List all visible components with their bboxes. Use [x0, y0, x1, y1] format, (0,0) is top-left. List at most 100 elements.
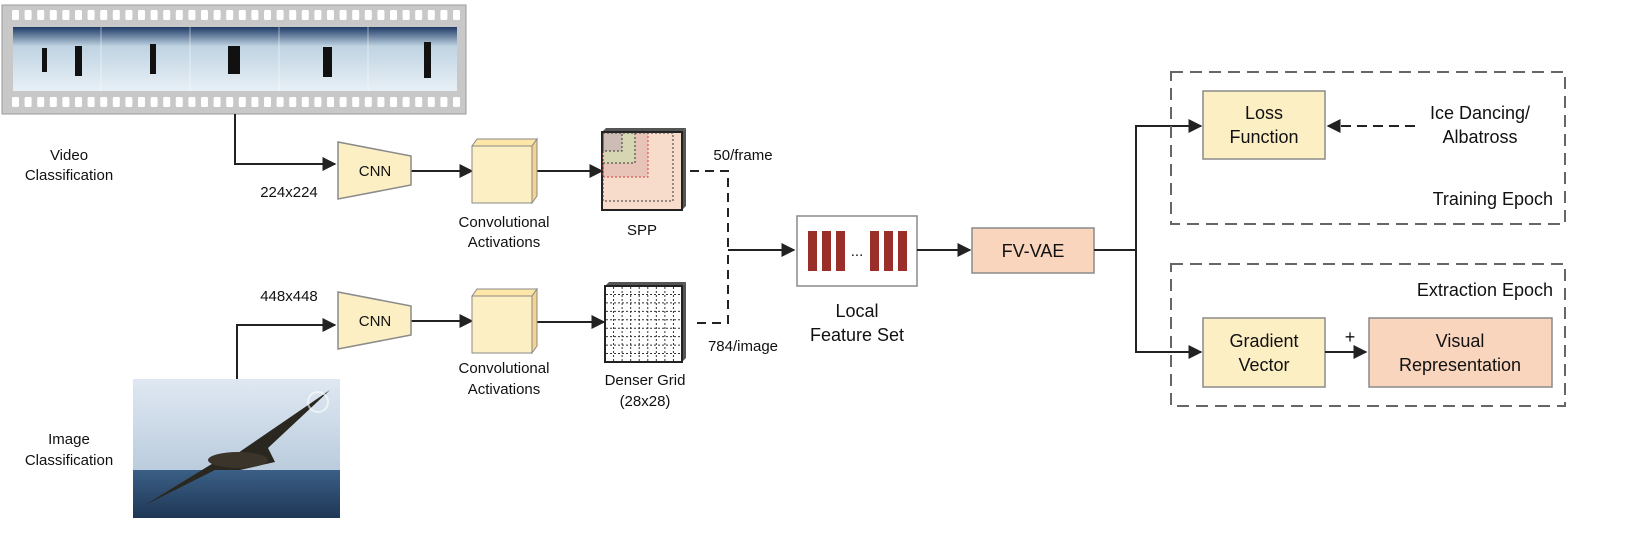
film-sprocket-hole — [201, 10, 208, 20]
film-sprocket-hole — [264, 97, 271, 107]
feature-ellipsis: ... — [851, 243, 864, 260]
film-sprocket-hole — [352, 10, 360, 20]
film-sprocket-hole — [377, 10, 385, 20]
conv-activations-cube-image — [471, 287, 538, 355]
film-sprocket-hole — [427, 97, 435, 107]
film-sprocket-hole — [62, 10, 70, 20]
film-sprocket-hole — [213, 97, 221, 107]
denser-grid-label: Denser Grid(28x28) — [605, 372, 686, 410]
film-sprocket-hole — [12, 10, 19, 20]
film-sprocket-hole — [415, 97, 423, 107]
film-sprocket-hole — [390, 10, 397, 20]
film-sprocket-hole — [402, 97, 410, 107]
class-label-text: Ice Dancing/Albatross — [1430, 103, 1530, 147]
per-image-label: 784/image — [708, 338, 778, 355]
cnn-label-video: CNN — [359, 163, 392, 180]
film-sprocket-hole — [377, 97, 385, 107]
film-sprocket-hole — [402, 10, 410, 20]
film-sprocket-hole — [364, 97, 372, 107]
film-sprocket-hole — [453, 10, 460, 20]
film-sprocket-hole — [339, 10, 347, 20]
film-sprocket-hole — [427, 10, 435, 20]
film-sprocket-hole — [238, 10, 246, 20]
film-sprocket-hole — [163, 10, 171, 20]
spp-block — [601, 128, 686, 211]
video-input-size: 224x224 — [260, 184, 318, 201]
film-sprocket-hole — [188, 97, 196, 107]
film-sprocket-hole — [314, 10, 322, 20]
film-sprocket-hole — [188, 10, 196, 20]
conv-activations-cube-video — [471, 137, 538, 205]
video-branch-arrows — [234, 114, 604, 178]
film-sprocket-hole — [251, 97, 259, 107]
film-sprocket-hole — [226, 97, 234, 107]
film-sprocket-hole — [112, 97, 120, 107]
film-sprocket-hole — [390, 97, 397, 107]
film-sprocket-hole — [415, 10, 423, 20]
film-sprocket-hole — [150, 10, 158, 20]
film-sprocket-hole — [440, 10, 448, 20]
film-sprocket-hole — [87, 10, 95, 20]
film-sprocket-hole — [150, 97, 158, 107]
cnn-block-image — [337, 291, 412, 350]
epoch-branch-arrows — [1094, 119, 1203, 359]
extraction-epoch-label: Extraction Epoch — [1417, 280, 1553, 300]
cnn-label-image: CNN — [359, 313, 392, 330]
film-sprocket-hole — [276, 97, 284, 107]
image-branch-arrows — [236, 314, 606, 379]
film-sprocket-hole — [87, 97, 95, 107]
film-sprocket-hole — [301, 97, 309, 107]
film-sprocket-hole — [352, 97, 360, 107]
extraction-epoch-region — [1170, 263, 1566, 407]
film-sprocket-hole — [62, 97, 70, 107]
film-sprocket-hole — [364, 10, 372, 20]
film-sprocket-hole — [327, 97, 334, 107]
film-sprocket-hole — [264, 10, 271, 20]
visual-representation-box — [1368, 317, 1553, 388]
training-epoch-label: Training Epoch — [1433, 189, 1553, 209]
film-sprocket-hole — [112, 10, 120, 20]
gradient-vector-box — [1202, 317, 1326, 388]
training-epoch-region — [1170, 71, 1566, 225]
film-sprocket-hole — [314, 97, 322, 107]
film-sprocket-hole — [327, 10, 334, 20]
plus-sign: + — [1345, 327, 1356, 347]
film-sprocket-hole — [100, 10, 108, 20]
film-sprocket-hole — [49, 97, 57, 107]
film-sprocket-hole — [453, 97, 460, 107]
merge-dashed-lines — [690, 170, 729, 324]
video-film-strip — [1, 4, 467, 115]
film-sprocket-hole — [440, 97, 448, 107]
film-sprocket-hole — [289, 97, 297, 107]
film-sprocket-hole — [339, 97, 347, 107]
film-sprocket-hole — [75, 97, 82, 107]
film-sprocket-hole — [24, 10, 32, 20]
albatross-image — [133, 379, 340, 518]
image-input-size: 448x448 — [260, 288, 318, 305]
film-sprocket-hole — [138, 97, 145, 107]
per-frame-label: 50/frame — [713, 147, 772, 164]
film-sprocket-hole — [49, 10, 57, 20]
film-sprocket-hole — [138, 10, 145, 20]
film-sprocket-hole — [251, 10, 259, 20]
loss-function-box — [1202, 90, 1326, 160]
cnn-block-video — [337, 141, 412, 200]
film-sprocket-hole — [213, 10, 221, 20]
film-sprocket-hole — [289, 10, 297, 20]
film-sprocket-hole — [125, 10, 133, 20]
film-sprocket-hole — [12, 97, 19, 107]
film-sprocket-hole — [75, 10, 82, 20]
film-sprocket-hole — [163, 97, 171, 107]
film-sprocket-hole — [175, 10, 183, 20]
film-sprocket-hole — [301, 10, 309, 20]
film-sprocket-hole — [276, 10, 284, 20]
fvvae-label: FV-VAE — [1002, 241, 1065, 261]
